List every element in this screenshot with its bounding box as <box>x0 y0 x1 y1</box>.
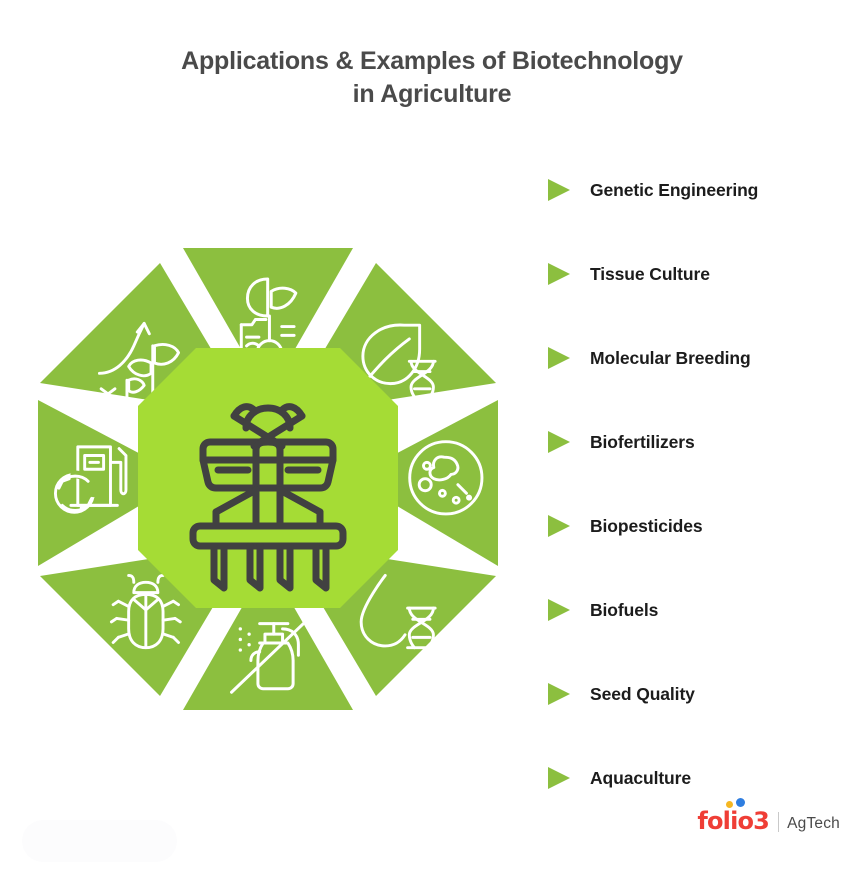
legend-item-biofertilizers[interactable]: Biofertilizers <box>545 400 855 484</box>
fuel-pump-recycle-icon <box>53 445 128 514</box>
leaf-with-dna-icon <box>361 323 437 401</box>
legend-item-seed-quality[interactable]: Seed Quality <box>545 652 855 736</box>
topics-legend: Genetic Engineering Tissue Culture Molec… <box>545 148 855 820</box>
legend-item-biofuels[interactable]: Biofuels <box>545 568 855 652</box>
page-title: Applications & Examples of Biotechnology… <box>0 45 864 111</box>
beetle-insect-icon <box>109 573 182 650</box>
logo-blue-dot-icon <box>736 798 746 807</box>
legend-label: Biofuels <box>590 599 659 620</box>
center-octagon[interactable] <box>138 348 398 608</box>
legend-item-biopesticides[interactable]: Biopesticides <box>545 484 855 568</box>
petal-bottom[interactable] <box>183 562 353 710</box>
background-watermark <box>22 820 177 862</box>
logo-divider <box>778 812 780 832</box>
legend-item-tissue-culture[interactable]: Tissue Culture <box>545 232 855 316</box>
play-arrow-icon <box>548 431 570 453</box>
biotechnology-wheel-diagram <box>18 228 518 728</box>
spray-bottle-icon <box>230 616 311 694</box>
legend-label: Biofertilizers <box>590 431 695 452</box>
petri-dish-bacteria-icon <box>408 440 484 516</box>
play-arrow-icon <box>548 599 570 621</box>
legend-label: Seed Quality <box>590 683 695 704</box>
legend-label: Aquaculture <box>590 767 691 788</box>
folio3-brand: folio3 <box>697 798 770 835</box>
play-arrow-icon <box>548 263 570 285</box>
agricultural-seeder-implement-icon <box>189 403 347 592</box>
play-arrow-icon <box>548 347 570 369</box>
petal-right[interactable] <box>350 400 498 566</box>
folio3-wordmark: folio3 <box>697 807 770 835</box>
petal-top[interactable] <box>183 248 353 396</box>
agtech-wordmark: AgTech <box>787 814 840 832</box>
water-drop-with-dna-icon <box>359 573 437 650</box>
play-arrow-icon <box>548 515 570 537</box>
logo-yellow-dot-icon <box>726 801 734 808</box>
legend-label: Molecular Breeding <box>590 347 751 368</box>
play-arrow-icon <box>548 683 570 705</box>
page-title-line-1: Applications & Examples of Biotechnology <box>181 47 683 75</box>
folio3-agtech-logo[interactable]: folio3 AgTech <box>697 798 840 835</box>
page-title-line-2: in Agriculture <box>352 80 512 108</box>
legend-label: Genetic Engineering <box>590 179 759 200</box>
legend-item-molecular-breeding[interactable]: Molecular Breeding <box>545 316 855 400</box>
legend-item-aquaculture[interactable]: Aquaculture <box>545 736 855 820</box>
petal-left[interactable] <box>38 400 186 566</box>
play-arrow-icon <box>548 767 570 789</box>
play-arrow-icon <box>548 179 570 201</box>
legend-item-genetic-engineering[interactable]: Genetic Engineering <box>545 148 855 232</box>
legend-label: Biopesticides <box>590 515 703 536</box>
legend-label: Tissue Culture <box>590 263 710 284</box>
